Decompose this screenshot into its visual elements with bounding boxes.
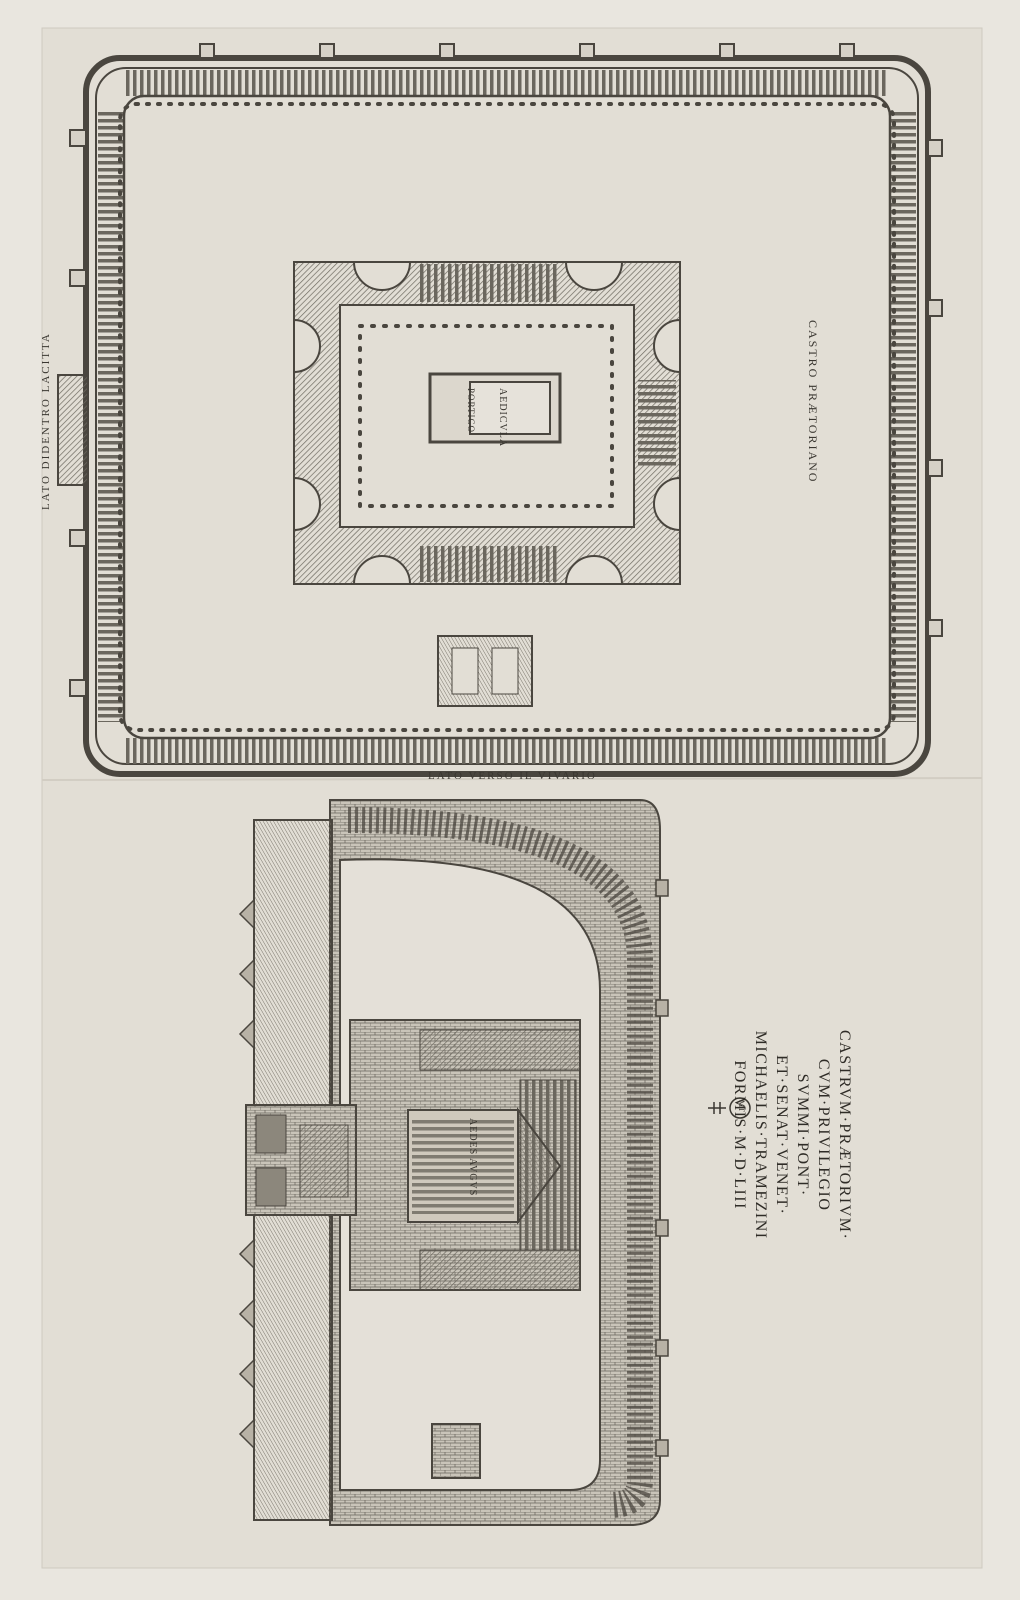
castro-elevation bbox=[238, 799, 669, 1526]
cartouche-line-1: CASTRVM·PRÆTORIVM· bbox=[836, 1030, 853, 1241]
cartouche-line-4: ET·SENAT·VENET· bbox=[773, 1055, 790, 1216]
plan-barracks-bottom bbox=[126, 738, 888, 764]
plan-title: CASTRO PRÆTORIANO bbox=[806, 320, 820, 484]
monogram-text: MT bbox=[737, 1100, 746, 1112]
plan-central-court bbox=[293, 261, 681, 585]
plan-side-left-label: LATO DIDENTRO LACITTA bbox=[40, 332, 52, 510]
center-fold bbox=[41, 777, 983, 781]
cartouche-line-6: FORMIS·M·D·LIII bbox=[731, 1060, 748, 1210]
plan-side-bottom-label: LATO VERSO IL VIVARIO bbox=[428, 770, 597, 782]
elevation-inscription: AEDES AVGVS bbox=[467, 1118, 478, 1197]
castro-plan bbox=[57, 43, 943, 777]
monogram-ornament bbox=[708, 1097, 751, 1119]
elevation-arcade bbox=[347, 807, 653, 1518]
cartouche: CASTRVM·PRÆTORIVM· CVM·PRIVILEGIO SVMMI·… bbox=[729, 1030, 855, 1240]
plan-aedicula-label: AEDICVLA bbox=[497, 388, 508, 448]
cartouche-line-3: SVMMI·PONT· bbox=[794, 1073, 811, 1197]
plan-portico-label: PORTICO bbox=[466, 388, 476, 433]
plan-gate bbox=[57, 374, 89, 486]
cartouche-line-2: CVM·PRIVILEGIO bbox=[815, 1058, 832, 1212]
plan-barracks-top bbox=[126, 70, 888, 96]
cartouche-line-5: MICHAELIS·TRAMEZINI bbox=[752, 1030, 769, 1240]
elevation-small-building bbox=[431, 1423, 481, 1479]
